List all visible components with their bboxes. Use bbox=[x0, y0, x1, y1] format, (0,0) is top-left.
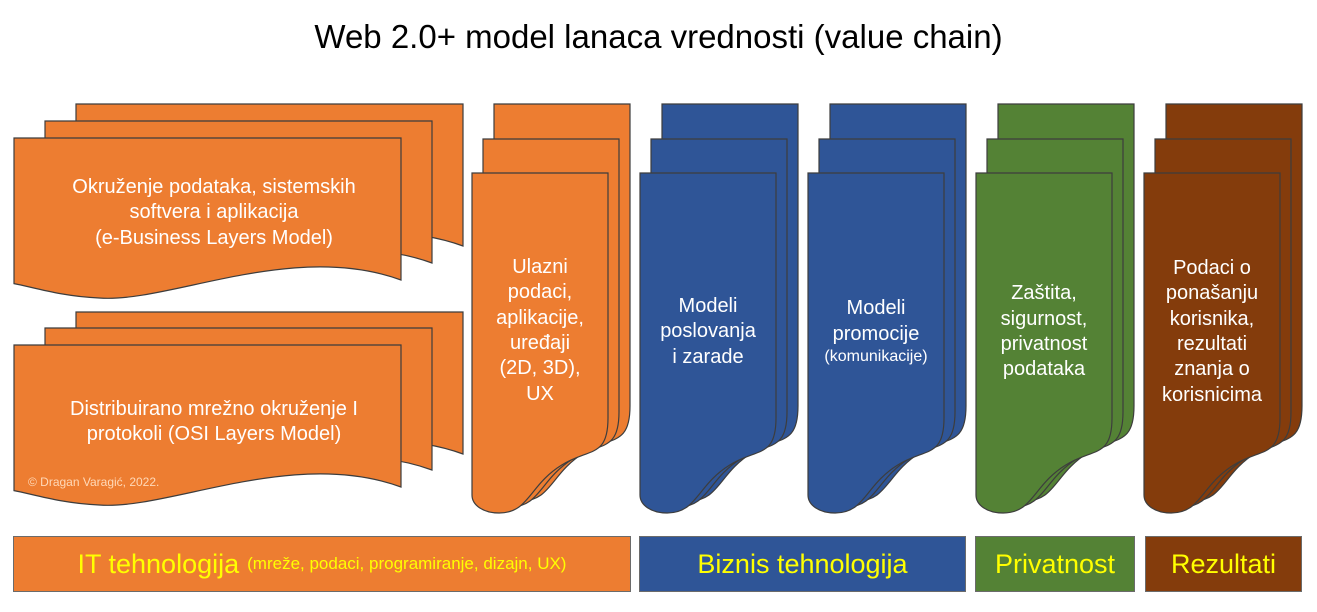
data-env-line-3: (e-Business Layers Model) bbox=[95, 226, 333, 249]
diagram-title: Web 2.0+ model lanaca vrednosti (value c… bbox=[314, 18, 1003, 55]
business-models-text: Modeli poslovanja i zarade bbox=[640, 284, 776, 380]
inputs-stack-sheet-3 bbox=[471, 172, 609, 514]
inputs-text: Ulazni podaci, aplikacije, uređaji (2D, … bbox=[472, 238, 608, 424]
network-env-stack-sheet-3 bbox=[13, 344, 402, 506]
privacy-line-1: Zaštita, bbox=[1011, 282, 1077, 305]
band-privacy-label: Privatnost bbox=[994, 548, 1116, 579]
inputs-line-4: uređaji bbox=[509, 332, 571, 354]
network-environment-text: Distribuirano mrežno okruženje I protoko… bbox=[14, 380, 414, 464]
promotion-stack-sheet-3 bbox=[807, 172, 945, 514]
data-environment-text: Okruženje podataka, sistemskih softvera … bbox=[14, 158, 414, 268]
results-line-5: znanja o bbox=[1174, 358, 1250, 381]
copyright-notice: © Dragan Varagić, 2022. bbox=[28, 475, 160, 489]
promotion-line-1: Modeli bbox=[846, 297, 906, 320]
results-text: Podaci o ponašanju korisnika, rezultati … bbox=[1144, 240, 1280, 424]
results-line-3: korisnika, bbox=[1169, 307, 1255, 330]
business-line-2: poslovanja bbox=[660, 320, 756, 343]
inputs-line-6: UX bbox=[526, 382, 554, 405]
promotion-models-text: Modeli promocije (komunikacije) bbox=[808, 286, 944, 378]
results-line-1: Podaci o bbox=[1173, 256, 1251, 279]
privacy-stack-sheet-3 bbox=[975, 172, 1113, 514]
results-stack-sheet-3 bbox=[1143, 172, 1281, 514]
results-line-4: rezultati bbox=[1176, 333, 1248, 355]
band-results-label: Rezultati bbox=[1170, 548, 1277, 579]
results-line-6: korisnicima bbox=[1161, 383, 1263, 406]
network-env-line-2: protokoli (OSI Layers Model) bbox=[86, 423, 342, 445]
band-privacy: Privatnost bbox=[975, 536, 1135, 592]
data-env-stack-sheet-3 bbox=[13, 137, 402, 299]
business-line-3: i zarade bbox=[672, 345, 744, 368]
inputs-line-5: (2D, 3D), bbox=[499, 357, 581, 380]
results-line-2: ponašanju bbox=[1165, 282, 1259, 305]
band-business-label: Biznis tehnologija bbox=[697, 548, 908, 579]
promotion-line-2: promocije bbox=[832, 322, 920, 345]
band-business-technology: Biznis tehnologija bbox=[639, 536, 966, 592]
band-it-label: IT tehnologija bbox=[77, 548, 240, 579]
data-env-line-1: Okruženje podataka, sistemskih bbox=[72, 175, 356, 198]
inputs-line-2: podaci, bbox=[507, 281, 573, 304]
data-env-line-2: softvera i aplikacija bbox=[129, 201, 299, 224]
privacy-line-4: podataka bbox=[1002, 358, 1086, 381]
band-it-sublabel: (mreže, podaci, programiranje, dizajn, U… bbox=[247, 554, 567, 573]
promotion-line-3: (komunikacije) bbox=[824, 348, 928, 366]
band-it-technology: IT tehnologija (mreže, podaci, programir… bbox=[13, 536, 631, 592]
inputs-line-3: aplikacije, bbox=[496, 306, 584, 329]
privacy-line-2: sigurnost, bbox=[1000, 307, 1088, 330]
business-stack-sheet-3 bbox=[639, 172, 777, 514]
privacy-text: Zaštita, sigurnost, privatnost podataka bbox=[976, 270, 1112, 394]
business-line-1: Modeli bbox=[678, 294, 738, 317]
inputs-line-1: Ulazni bbox=[512, 255, 568, 278]
privacy-line-3: privatnost bbox=[1000, 333, 1088, 355]
band-results: Rezultati bbox=[1145, 536, 1302, 592]
network-env-line-1: Distribuirano mrežno okruženje I bbox=[70, 397, 358, 420]
